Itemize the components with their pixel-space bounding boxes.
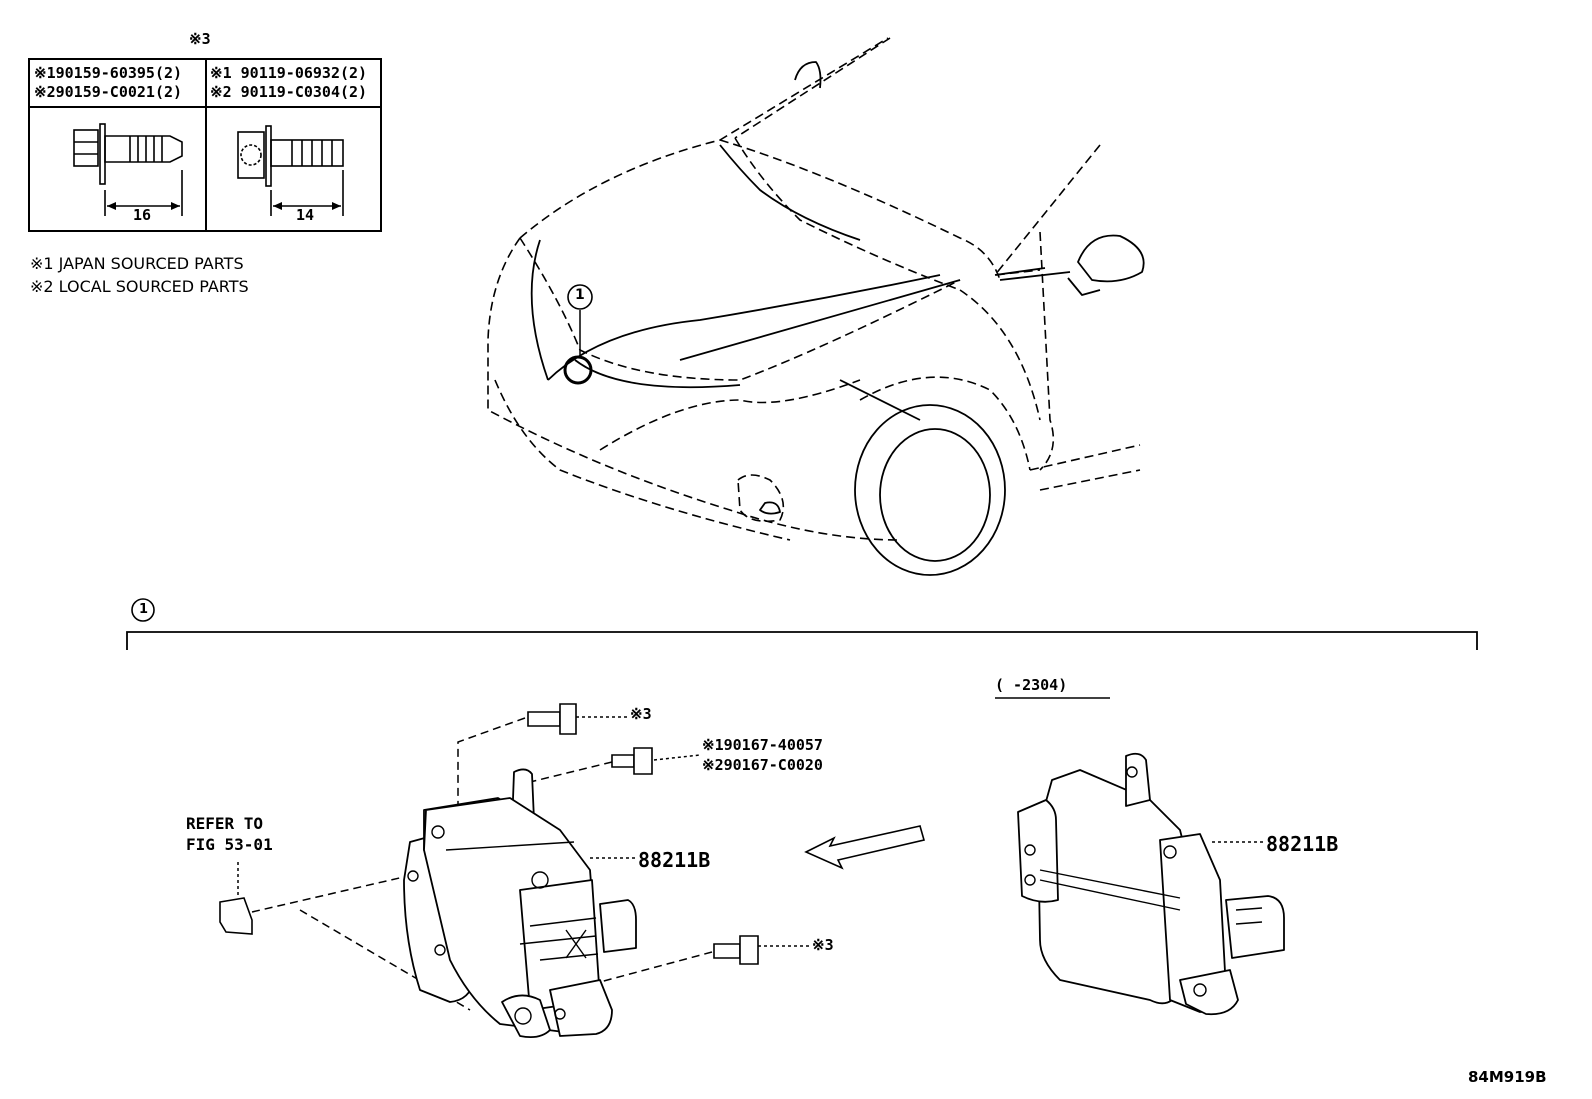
bolt-bottom-reference: ※3 bbox=[812, 936, 834, 954]
section-marker-number: 1 bbox=[139, 602, 149, 617]
bolt-length-16: 16 bbox=[133, 206, 152, 224]
table-col1-part-line2: ※290159-C0021(2) bbox=[34, 83, 183, 101]
note-local-sourced: ※2 LOCAL SOURCED PARTS bbox=[30, 277, 249, 296]
refer-to-line2: FIG 53-01 bbox=[186, 835, 273, 854]
bolt-mid-part-line2: ※290167-C0020 bbox=[702, 756, 823, 774]
table-col2-part-line1: ※1 90119-06932(2) bbox=[210, 64, 368, 82]
refer-to-line1: REFER TO bbox=[186, 814, 264, 833]
fastener-table: ※190159-60395(2) ※290159-C0021(2) ※1 901… bbox=[28, 58, 382, 232]
part-number-right: 88211B bbox=[1266, 832, 1339, 856]
bolt-mid-part-line1: ※190167-40057 bbox=[702, 736, 823, 754]
date-range-label: ( -2304) bbox=[995, 676, 1068, 694]
table-header-note: ※3 bbox=[189, 30, 211, 48]
table-col2-part-line2: ※2 90119-C0304(2) bbox=[210, 83, 368, 101]
note-japan-sourced: ※1 JAPAN SOURCED PARTS bbox=[30, 254, 244, 273]
bolt-top-reference: ※3 bbox=[630, 705, 652, 723]
figure-id: 84M919B bbox=[1468, 1068, 1547, 1086]
part-number-left: 88211B bbox=[638, 848, 711, 872]
bolt-length-14: 14 bbox=[296, 206, 315, 224]
vehicle-callout-number: 1 bbox=[575, 287, 585, 303]
flange-bolt-16-illustration bbox=[73, 123, 344, 216]
table-col1-part-line1: ※190159-60395(2) bbox=[34, 64, 183, 82]
